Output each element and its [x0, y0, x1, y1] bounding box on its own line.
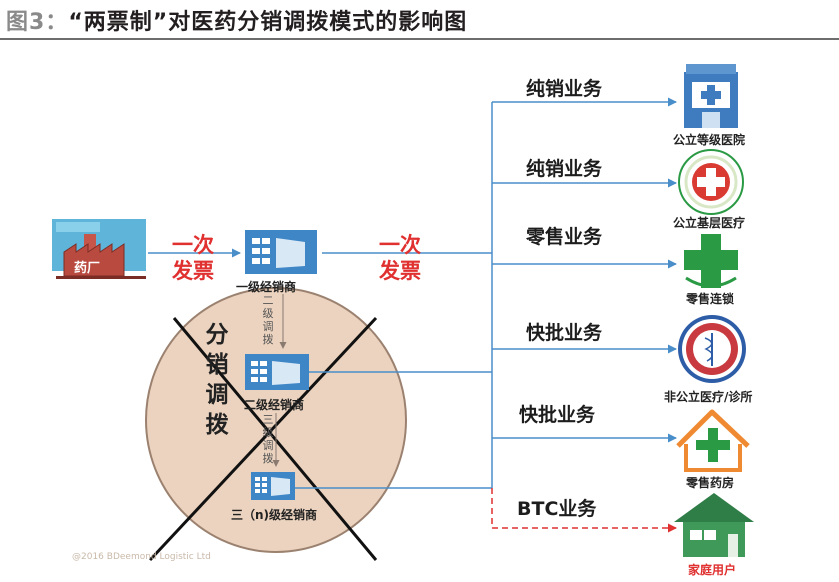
level2-transfer-char: 调 — [262, 320, 274, 333]
level3-transfer-char: 调 — [262, 439, 274, 452]
destination-label-4: 非公立医疗/诊所 — [664, 390, 753, 404]
destination-label-1: 公立等级医院 — [673, 133, 746, 147]
destination-label-2: 公立基层医疗 — [673, 216, 746, 230]
factory-icon — [52, 219, 146, 279]
level3-distributor-label: 三（n)级经销商 — [231, 508, 318, 522]
business-label-6: BTC业务 — [517, 498, 597, 520]
level3-transfer-label: 三 级 调 拨 — [261, 413, 275, 465]
destination-label-6: 家庭用户 — [688, 563, 737, 577]
first-invoice-right-line2: 发票 — [379, 259, 421, 283]
level2-transfer-char: 二 — [262, 294, 274, 307]
distribution-transfer-label: 分 销 调 拨 — [204, 320, 230, 440]
distribution-transfer-char: 分 — [205, 322, 229, 348]
level1-distributor-icon — [245, 230, 317, 274]
pharmacy-house-icon — [676, 409, 750, 472]
level3-transfer-char: 三 — [262, 413, 274, 426]
level2-distributor-label: 二级经销商 — [244, 398, 305, 412]
factory-label: 药厂 — [74, 261, 101, 276]
business-label-4: 快批业务 — [526, 322, 603, 344]
figure-number: 图3： — [6, 10, 69, 35]
title-divider — [0, 38, 839, 40]
medical-seal-icon — [678, 315, 746, 383]
business-label-5: 快批业务 — [519, 404, 596, 426]
home-icon — [674, 493, 754, 557]
level3-transfer-char: 拨 — [262, 452, 274, 465]
destination-label-3: 零售连锁 — [686, 292, 735, 306]
distribution-transfer-char: 拨 — [205, 412, 229, 438]
green-cross-icon — [684, 234, 738, 288]
level1-distributor-label: 一级经销商 — [236, 280, 297, 294]
first-invoice-left-line2: 发票 — [172, 259, 214, 283]
destination-label-5: 零售药房 — [686, 476, 735, 490]
level2-transfer-char: 级 — [262, 307, 274, 320]
level3-transfer-char: 级 — [262, 426, 274, 439]
watermark: @2016 BDeemond Logistic Ltd — [72, 552, 211, 562]
business-label-2: 纯销业务 — [526, 158, 603, 180]
level2-transfer-char: 拨 — [262, 333, 274, 346]
hospital-building-icon — [684, 64, 738, 128]
level3-distributor-icon — [251, 472, 295, 500]
red-cross-emblem-icon — [678, 149, 744, 215]
first-invoice-left-line1: 一次 — [172, 233, 214, 257]
distribution-transfer-char: 销 — [205, 352, 229, 378]
level2-transfer-label: 二 级 调 拨 — [261, 294, 275, 346]
business-label-3: 零售业务 — [526, 226, 603, 248]
distribution-transfer-char: 调 — [205, 382, 229, 408]
first-invoice-right-line1: 一次 — [379, 233, 421, 257]
level2-distributor-icon — [245, 354, 309, 390]
figure-title-text: “两票制”对医药分销调拨模式的影响图 — [68, 10, 468, 35]
business-label-1: 纯销业务 — [526, 78, 603, 100]
figure-title: 图3：“两票制”对医药分销调拨模式的影响图 — [6, 4, 467, 36]
btc-dashed-arrow — [491, 488, 677, 533]
